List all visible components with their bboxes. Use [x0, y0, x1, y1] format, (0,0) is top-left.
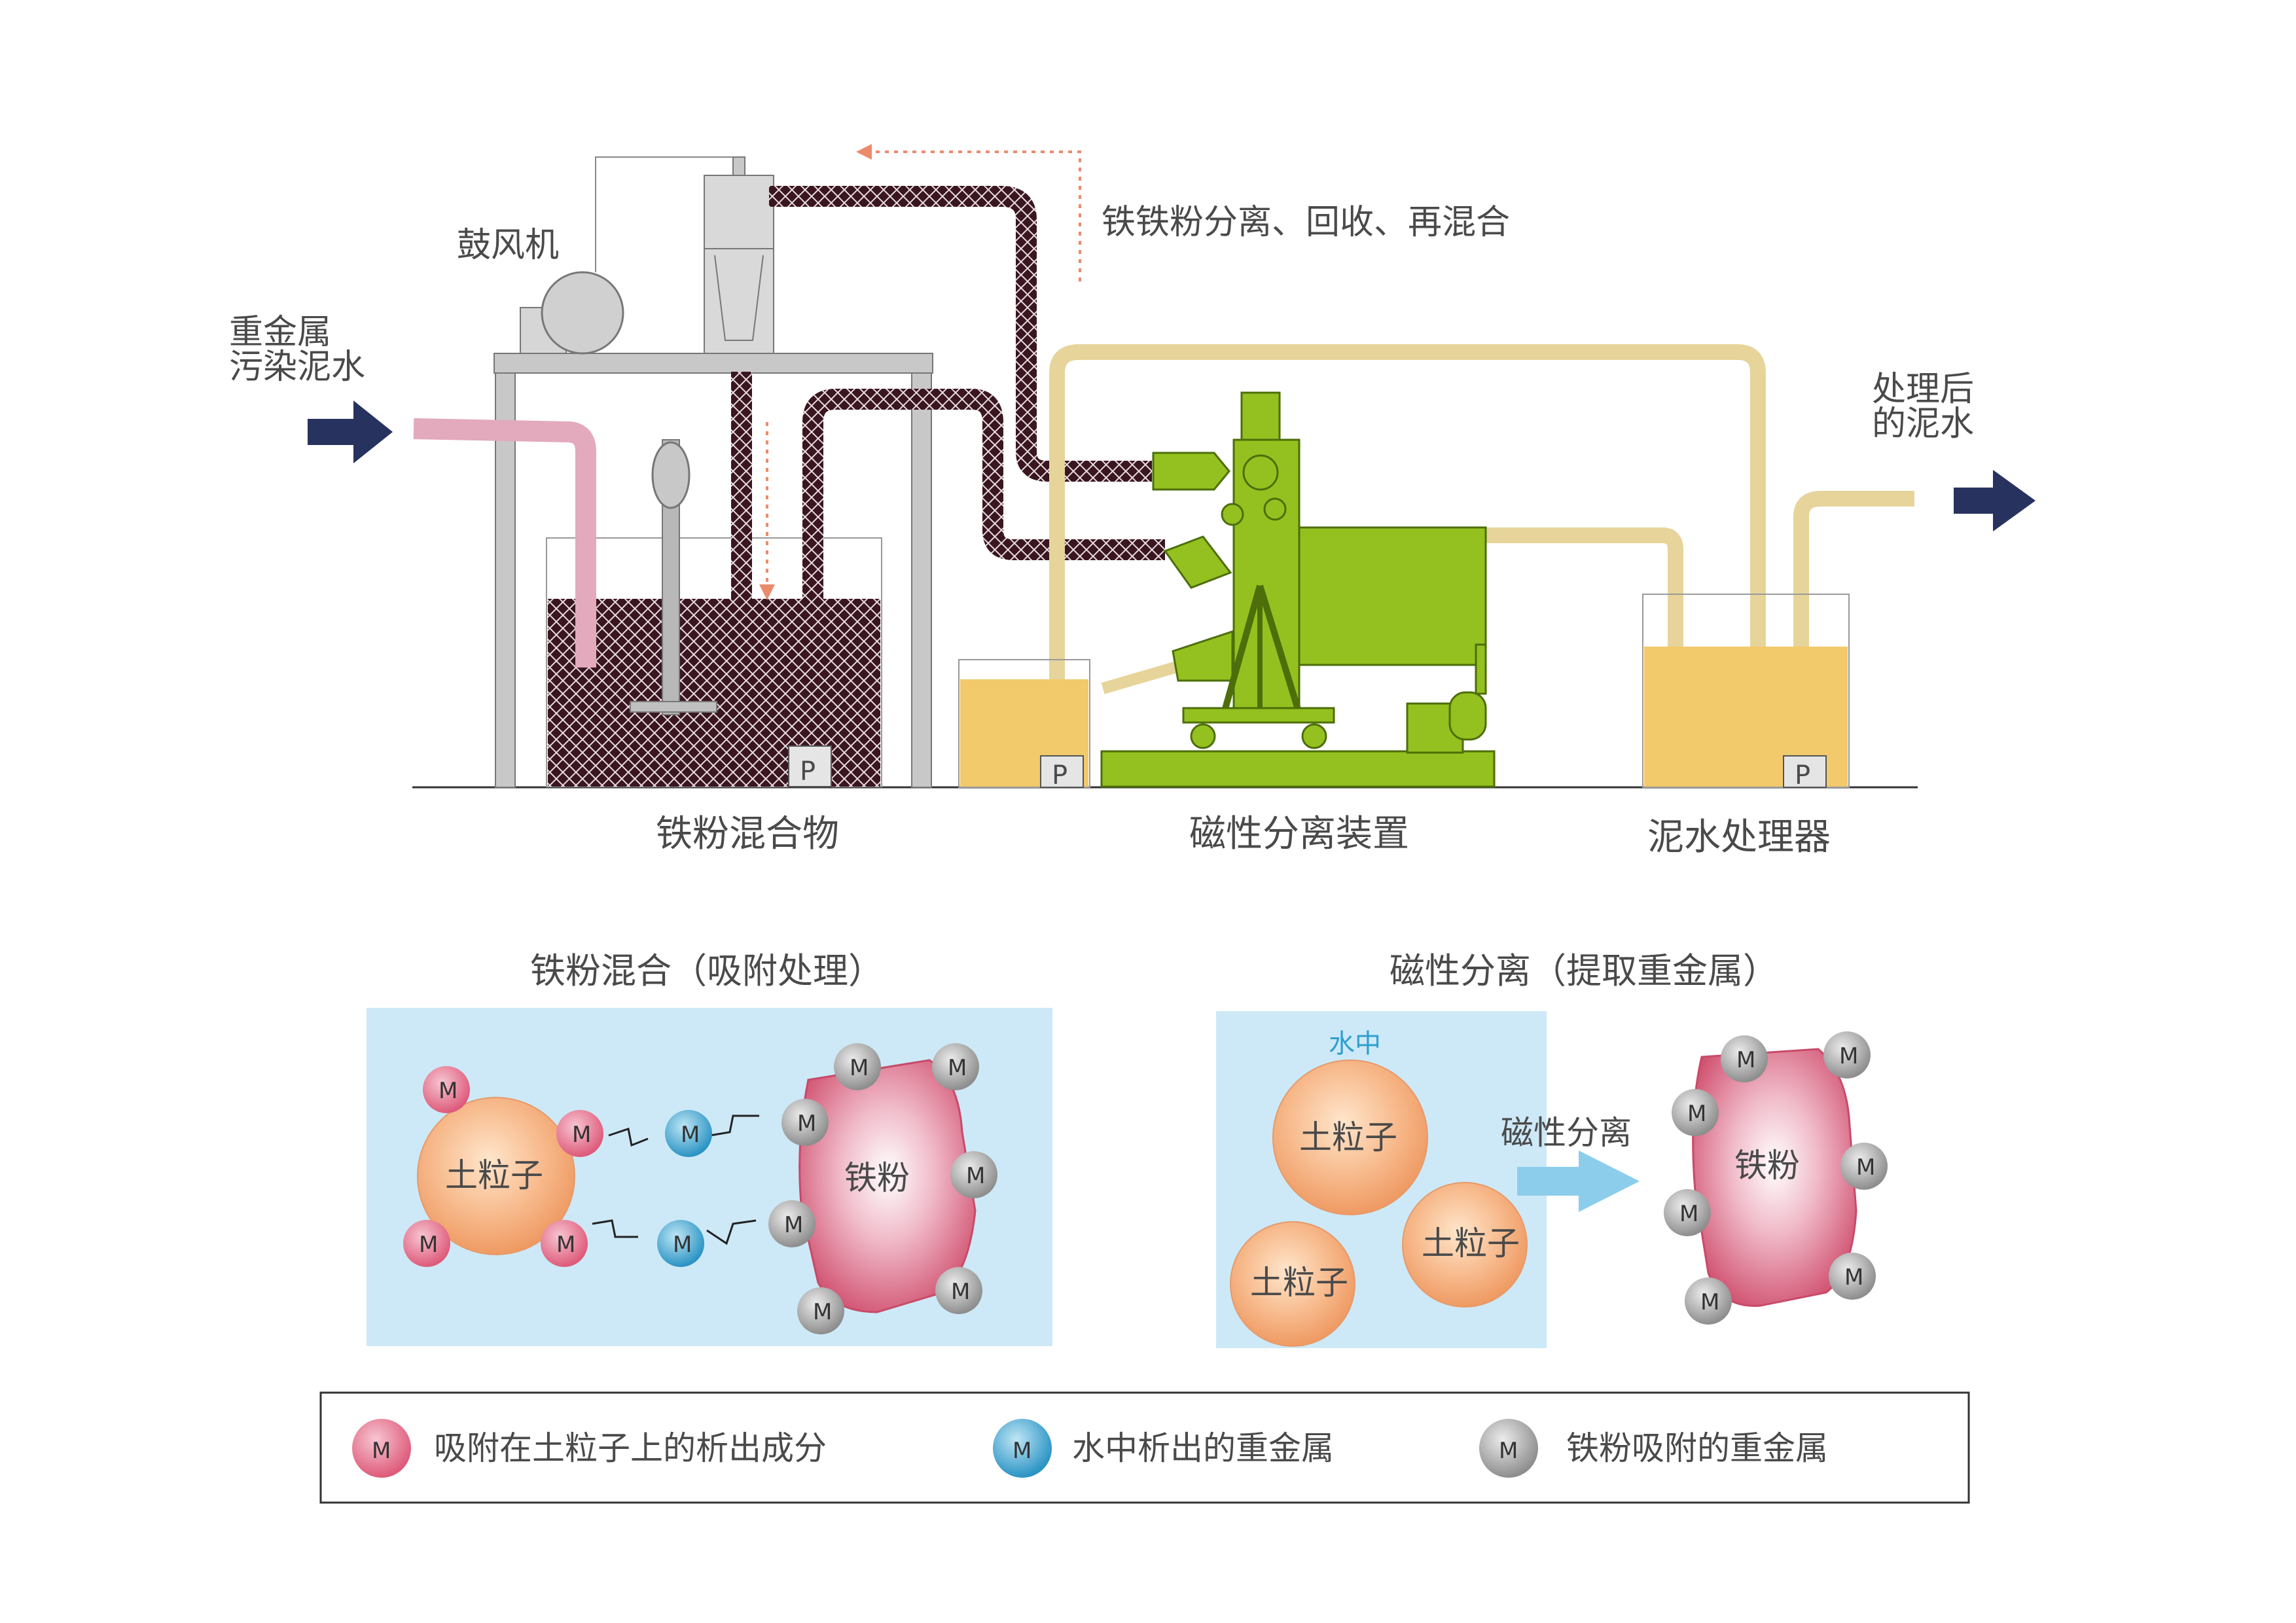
support-frame [493, 353, 933, 788]
svg-text:M: M [1856, 1154, 1875, 1181]
m-marker-gray: M [1829, 1253, 1876, 1300]
blower-label: 鼓风机 [457, 226, 559, 265]
svg-text:M: M [556, 1232, 575, 1258]
svg-text:M: M [1013, 1438, 1031, 1464]
svg-text:M: M [372, 1438, 391, 1464]
soil-label: 土粒子 [1422, 1224, 1520, 1262]
iron-mixture-pipes [731, 186, 1165, 746]
output-label-line2: 的泥水 [1872, 404, 1974, 444]
svg-text:M: M [1839, 1043, 1858, 1069]
inlet-pipe [413, 418, 596, 668]
output-label-line1: 处理后 [1872, 370, 1974, 409]
svg-text:P: P [1052, 760, 1067, 791]
soil-particle [1272, 1060, 1428, 1215]
treated-pipes [1049, 344, 1914, 759]
recycle-arrow [856, 144, 1081, 281]
pump-3: P [1783, 755, 1827, 791]
soil-label: 土粒子 [445, 1156, 543, 1194]
legend-item-iron-metal: M 铁粉吸附的重金属 [1479, 1419, 1828, 1478]
soil-label: 土粒子 [1250, 1264, 1348, 1302]
svg-text:M: M [966, 1163, 985, 1189]
m-marker-gray: M [797, 1287, 844, 1334]
svg-text:M: M [673, 1232, 692, 1258]
panel-mixing-title: 铁粉混合（吸附处理） [530, 950, 884, 991]
iron-label: 铁粉 [1734, 1147, 1800, 1185]
m-marker-gray: M [935, 1267, 982, 1314]
soil-particle [1402, 1182, 1528, 1308]
svg-text:M: M [1499, 1438, 1518, 1464]
legend-item-water-metal: M 水中析出的重金属 [993, 1419, 1334, 1478]
m-marker-pink: M [556, 1110, 603, 1157]
svg-text:M: M [572, 1122, 591, 1148]
blower-icon [520, 156, 739, 355]
svg-text:M: M [948, 1055, 967, 1081]
station-label-treatment: 泥水处理器 [1647, 816, 1831, 859]
svg-text:M: M [784, 1212, 803, 1238]
svg-text:M: M [419, 1232, 438, 1258]
m-marker-pink: M [403, 1220, 450, 1267]
m-marker-gray: M [932, 1043, 979, 1090]
station-label-mixing: 铁粉混合物 [656, 813, 839, 855]
m-marker-gray: M [1840, 1143, 1888, 1190]
svg-text:M: M [439, 1078, 457, 1104]
panel-separation-title: 磁性分离（提取重金属） [1390, 950, 1778, 991]
recycle-label: 铁铁粉分离、回收、再混合 [1102, 203, 1510, 242]
svg-text:M: M [1687, 1101, 1706, 1127]
svg-text:P: P [1795, 760, 1810, 791]
output-arrow-icon [1954, 470, 2036, 531]
m-marker-gray: M [1721, 1035, 1768, 1082]
svg-text:M: M [1736, 1047, 1755, 1073]
svg-text:M: M [813, 1299, 832, 1325]
bond-lines [592, 1115, 759, 1245]
legend-item-soil-metal: M 吸附在土粒子上的析出成分 [352, 1419, 827, 1478]
m-marker-pink: M [423, 1066, 470, 1113]
soil-particle [417, 1097, 575, 1255]
separation-arrow-icon [1517, 1150, 1640, 1212]
svg-text:水中析出的重金属: 水中析出的重金属 [1072, 1429, 1334, 1467]
m-marker-blue: M [657, 1220, 704, 1267]
svg-text:铁粉吸附的重金属: 铁粉吸附的重金属 [1566, 1429, 1828, 1467]
separation-arrow-label: 磁性分离 [1501, 1114, 1632, 1152]
iron-label: 铁粉 [844, 1159, 910, 1197]
input-label-line1: 重金属 [229, 313, 331, 352]
pump-1: P [788, 745, 832, 787]
m-marker-gray: M [781, 1099, 829, 1146]
soil-label: 土粒子 [1299, 1118, 1397, 1156]
svg-text:P: P [800, 757, 816, 787]
agitator-icon [630, 439, 717, 715]
input-label-line2: 污染泥水 [229, 348, 365, 387]
svg-text:M: M [797, 1111, 816, 1137]
svg-text:M: M [1700, 1289, 1719, 1315]
svg-text:M: M [951, 1279, 970, 1305]
svg-text:M: M [1844, 1264, 1863, 1291]
m-marker-gray: M [834, 1043, 881, 1090]
station-label-separator: 磁性分离装置 [1189, 813, 1409, 855]
water-label: 水中 [1329, 1029, 1381, 1059]
iron-particle [798, 1059, 977, 1313]
svg-text:M: M [850, 1055, 869, 1081]
collector-unit [704, 156, 774, 354]
svg-text:吸附在土粒子上的析出成分: 吸附在土粒子上的析出成分 [434, 1429, 827, 1467]
m-marker-gray: M [1664, 1189, 1711, 1236]
magnetic-separator [1100, 391, 1496, 788]
m-marker-blue: M [665, 1110, 712, 1157]
legend-box [319, 1391, 1970, 1504]
m-marker-gray: M [768, 1200, 816, 1247]
m-marker-gray: M [1823, 1031, 1871, 1079]
soil-particle [1230, 1221, 1355, 1347]
pump-2: P [1040, 755, 1084, 791]
m-marker-gray: M [1685, 1277, 1732, 1325]
svg-text:M: M [681, 1122, 700, 1148]
m-marker-gray: M [1672, 1089, 1719, 1136]
m-marker-gray: M [950, 1151, 997, 1198]
input-arrow-icon [308, 401, 393, 463]
svg-text:M: M [1679, 1201, 1698, 1227]
m-marker-pink: M [541, 1220, 588, 1267]
